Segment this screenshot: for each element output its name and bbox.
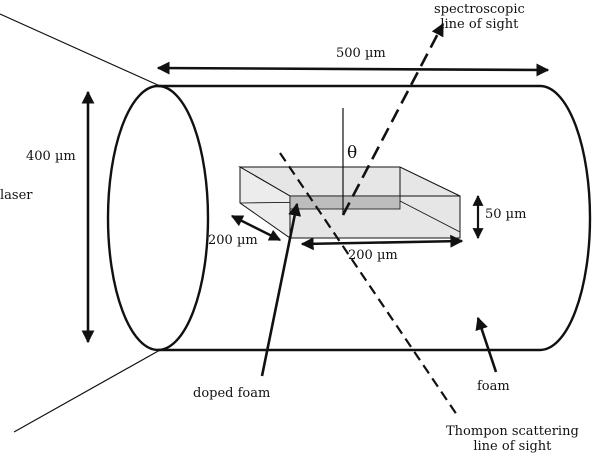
cylinder-front-ellipse [106, 84, 210, 352]
length-dimension-arrow [156, 61, 550, 77]
foam-label: foam [477, 379, 510, 394]
spectroscopic-label: spectroscopic line of sight [434, 2, 525, 33]
theta-label: θ [347, 143, 358, 163]
laser-cone-lower-line [13, 349, 161, 433]
foam-pointer-arrow [475, 316, 498, 373]
width-label: 200 µm [348, 248, 398, 263]
thomson-line-of-sight [279, 152, 458, 416]
laser-cone-upper-line [0, 13, 161, 87]
thomson-label-line1: Thompon scattering [446, 424, 579, 439]
height-label: 400 µm [26, 149, 76, 164]
doped-foam-label: doped foam [193, 386, 271, 401]
doped-foam-pointer-arrow [260, 202, 302, 377]
depth-label: 200 µm [208, 233, 258, 248]
length-label: 500 µm [336, 46, 386, 61]
doped-foam-layer [289, 195, 401, 210]
thickness-label: 50 µm [485, 207, 527, 222]
thomson-label: Thompon scattering line of sight [446, 424, 579, 455]
spectroscopic-label-line2: line of sight [440, 17, 519, 33]
width-dimension-arrow [300, 234, 464, 251]
spectroscopic-label-line1: spectroscopic [434, 2, 525, 17]
cylinder-body-outline [158, 84, 592, 352]
spectroscopic-line-of-sight [341, 22, 445, 216]
sample-back-edge-diagonal [399, 200, 461, 233]
thomson-label-line2: line of sight [473, 439, 552, 455]
laser-label: laser [0, 188, 33, 203]
depth-dimension-arrow [230, 214, 282, 242]
